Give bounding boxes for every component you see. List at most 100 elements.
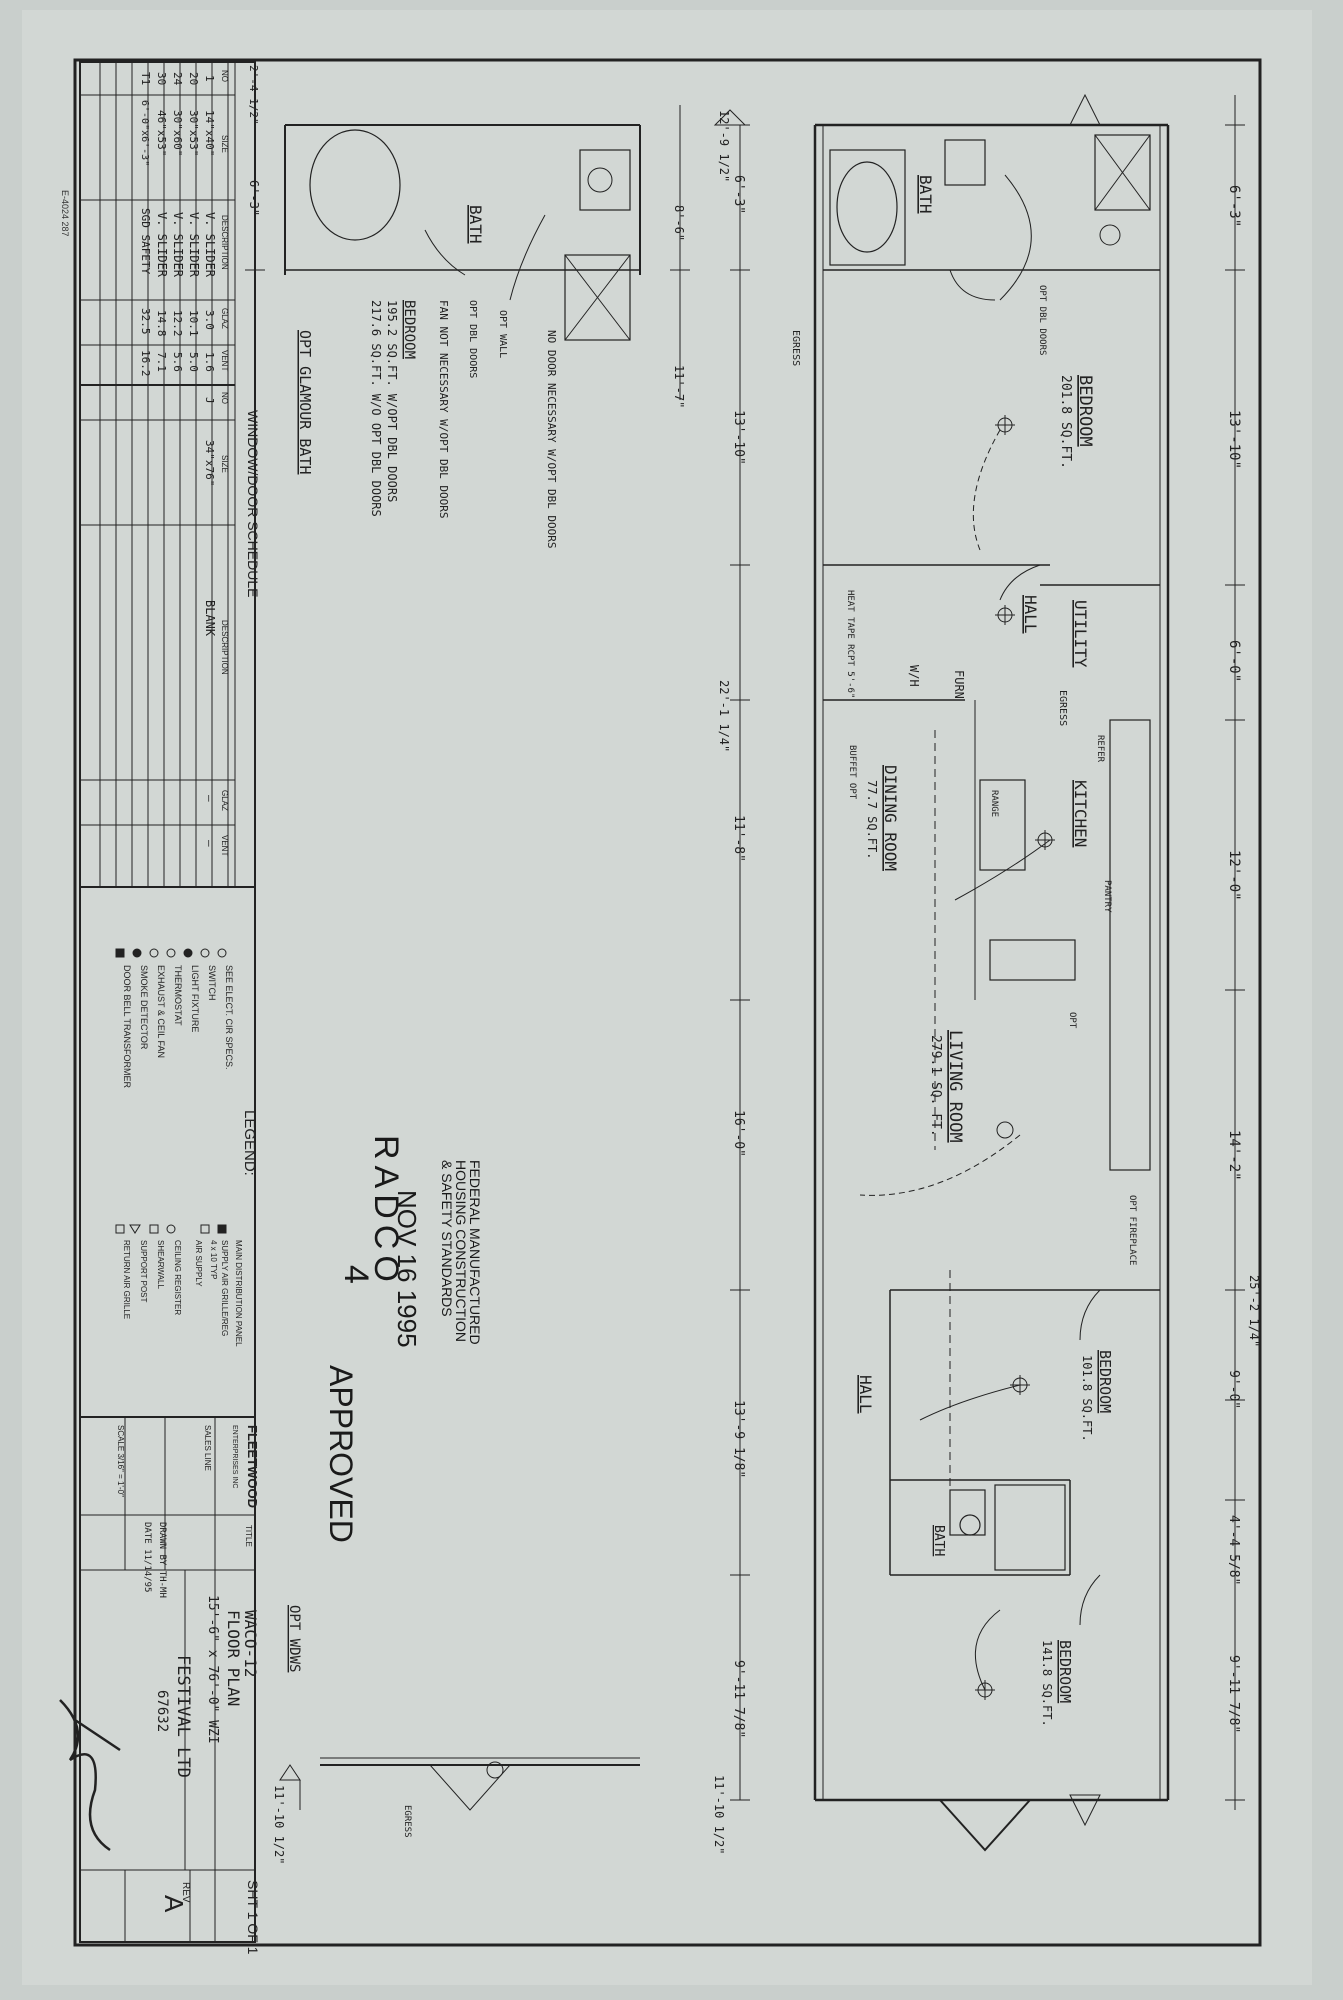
sched-r5-glaz: 32.5 (139, 308, 152, 335)
sched-r1-desc: V. SLIDER (203, 212, 217, 278)
sched-r3-vent: 5.6 (171, 352, 184, 372)
bottom-dim-6: 13'-9 1/8" (731, 1400, 746, 1478)
note-buffet: BUFFET OPT (847, 745, 857, 800)
glamour-note-1: NO DOOR NECESSARY W/OPT DBL DOORS (545, 330, 558, 549)
top-dim-9: 9'-11 7/8" (1226, 1655, 1241, 1733)
utility-label: UTILITY (1071, 600, 1090, 668)
tb-model: WACO-12 (241, 1610, 260, 1677)
glamour-note-4: FAN NOT NECESSARY W/OPT DBL DOORS (437, 300, 450, 519)
sched-h-size2: SIZE (220, 455, 229, 473)
sched-r2-vent: 5.0 (187, 352, 200, 372)
opt-wdws-egress: EGRESS (402, 1805, 412, 1838)
bedroom3-area: 141.8 SQ.FT. (1040, 1640, 1054, 1727)
sched-h-glaz: GLAZ (220, 308, 229, 329)
legend-title: LEGEND: (241, 1110, 258, 1176)
glamour-bath-label: BATH (466, 205, 485, 244)
note-refer: REFER (1095, 735, 1105, 763)
legend-left-5: SMOKE DETECTOR (139, 965, 149, 1050)
top-dim-4: 12'-0" (1226, 850, 1242, 901)
note-opt-fireplace: OPT FIREPLACE (1127, 1195, 1137, 1265)
legend-left-3: THERMOSTAT (173, 965, 183, 1026)
top-dim-8: 4'-4 5/8" (1226, 1515, 1241, 1585)
glamour-note-3: OPT DBL DOORS (467, 300, 478, 378)
bottom-dim-3: 22'-1 1/4" (717, 680, 731, 752)
stamp-line1: FEDERAL MANUFACTURED (467, 1160, 483, 1345)
sched-r1-vent: 1.6 (203, 352, 216, 372)
sched-r4-size: 46"x53" (155, 110, 168, 156)
bottom-dim-2: 13'-10" (731, 410, 746, 465)
sheet-id: E-4024 287 (60, 190, 70, 237)
tb-company-sub: ENTERPRISES INC (231, 1425, 238, 1488)
legend-right-6: SUPPORT POST (139, 1240, 148, 1303)
glamour-title: OPT GLAMOUR BATH (296, 330, 314, 475)
stamp-org: RADCO (367, 1135, 405, 1288)
hall1-label: HALL (1021, 595, 1040, 634)
tb-date: DATE 11/14/95 (142, 1522, 152, 1592)
tb-drawing: FLOOR PLAN (224, 1610, 243, 1706)
note-opt: OPT (1067, 1012, 1077, 1029)
sched-r4-glaz: 14.8 (155, 310, 168, 337)
top-dim-5: 14'-2" (1226, 1130, 1242, 1181)
legend-right-0: MAIN DISTRIBUTION PANEL (234, 1240, 243, 1347)
note-opt-dbl-doors: OPT DBL DOORS (1037, 285, 1047, 355)
sched-r3-desc: V. SLIDER (171, 212, 185, 278)
sched-r1-vent2: — (203, 840, 216, 847)
bottom-dim-4: 11'-8" (731, 815, 746, 862)
sched-r4-vent: 7.1 (155, 352, 168, 372)
sched-r2-desc: V. SLIDER (187, 212, 201, 278)
legend-right-7: RETURN AIR GRILLE (122, 1240, 131, 1319)
tb-sheet: SHT 1 OF 1 (245, 1880, 261, 1955)
tb-scale: SCALE 3/16" = 1'-0" (116, 1425, 125, 1497)
main-floor-plan (813, 93, 1170, 1852)
legend-left-2: LIGHT FIXTURE (190, 965, 200, 1032)
dining-label: DINING ROOM (881, 765, 900, 871)
bedroom2-label: BEDROOM (1096, 1350, 1114, 1413)
sched-r2-size: 30"x53" (187, 110, 200, 156)
glamour-dim-1: 2'-4 1/2" (247, 65, 260, 125)
tb-size: 15'-6" x 76'-0" WZI (205, 1595, 220, 1744)
top-dim-6: 25'-2 1/4" (1247, 1275, 1261, 1347)
glamour-dim-4: 11'-7" (672, 365, 686, 408)
glamour-note-2: OPT WALL (497, 310, 508, 358)
legend-left-1: SWITCH (207, 965, 217, 1001)
top-dim-2: 13'-10" (1226, 410, 1242, 469)
bottom-dim-8: 11'-10 1/2" (712, 1775, 726, 1854)
legend-left-0: SEE ELECT. CIR SPECS. (224, 965, 234, 1070)
glamour-area-1: 195.2 SQ.FT. W/OPT DBL DOORS (385, 300, 399, 502)
opt-wdws-dim: 11'-10 1/2" (272, 1785, 286, 1864)
sched-r5-desc: SGD SAFETY (139, 208, 152, 275)
tb-number: 67632 (154, 1690, 170, 1732)
bottom-dimension-line (730, 124, 750, 1801)
tb-drawn-by: DRAWN BY TH-MH (157, 1522, 167, 1598)
opt-windows-detail (279, 1757, 640, 1811)
tb-rev-label: REV (180, 1882, 191, 1903)
tb-rev: A (159, 1895, 189, 1913)
glamour-area-2: 217.6 SQ.FT. W/O OPT DBL DOORS (369, 300, 383, 517)
legend-right-3: AIR SUPPLY (194, 1240, 203, 1287)
glamour-dim-3: 8'-6" (672, 205, 686, 241)
sched-r1-desc2: BLANK (203, 600, 217, 637)
sched-r1-glaz2: — (203, 795, 216, 802)
stamp-line3: & SAFETY STANDARDS (439, 1160, 455, 1317)
sched-r1-size2: 34"x76" (203, 440, 216, 486)
legend-left-6: DOOR BELL TRANSFORMER (122, 965, 132, 1089)
bottom-dim-5: 16'-0" (731, 1110, 746, 1157)
sched-r1-glaz: 3.0 (203, 310, 216, 330)
sched-h-vent2: VENT (220, 835, 229, 856)
bedroom1-area: 201.8 SQ.FT. (1058, 375, 1073, 469)
stamp-line2: HOUSING CONSTRUCTION (453, 1160, 469, 1342)
stamp-status: APPROVED (323, 1365, 359, 1543)
sched-h-desc: DESCRIPTION (220, 215, 229, 270)
stamp-number: 4 (337, 1265, 375, 1284)
top-dimension-line (1225, 95, 1245, 1810)
tb-series: FESTIVAL LTD (173, 1655, 193, 1778)
opt-wdws-label: OPT WDWS (286, 1605, 302, 1672)
note-range: RANGE (989, 790, 999, 817)
sched-r2-no: 20 (187, 72, 200, 85)
signature (59, 1699, 121, 1852)
bottom-dim-1: 6'-3" (731, 175, 746, 214)
sched-r2-glaz: 10.1 (187, 310, 200, 337)
legend-right-1: SUPPLY AIR GRILLE/REG (220, 1240, 229, 1336)
bath1-label: BATH (916, 175, 935, 214)
